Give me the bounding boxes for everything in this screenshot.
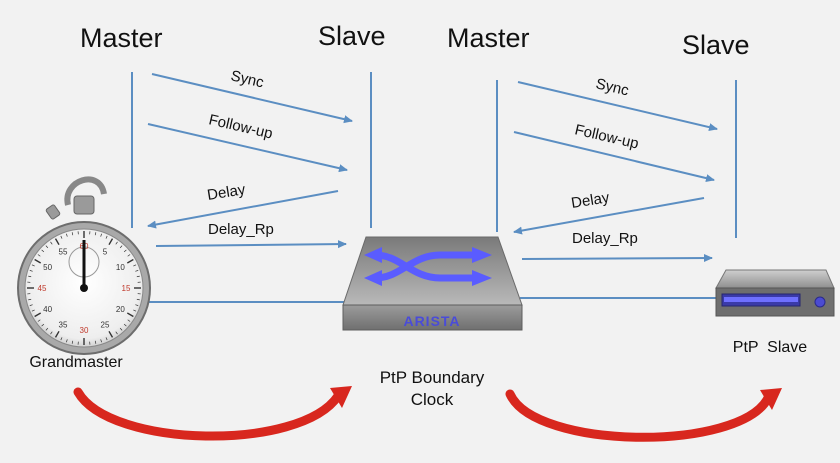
stopwatch-icon: 60510152025303540455055 — [17, 176, 151, 355]
right-sync-arrow — [517, 81, 718, 132]
red-curve-arrow-right — [505, 389, 773, 442]
switch-brand-label: ARISTA — [403, 313, 460, 329]
left-delay-arrow — [147, 190, 339, 229]
stopwatch-numeral: 50 — [43, 263, 52, 272]
left-delay-label: Delay — [206, 181, 247, 204]
left-slave-header: Slave — [318, 21, 386, 51]
grandmaster-label: Grandmaster — [29, 354, 123, 371]
ptp-slave-label: PtP Slave — [733, 339, 808, 356]
stopwatch-numeral: 40 — [43, 305, 52, 314]
stopwatch-numeral: 45 — [38, 284, 47, 293]
boundary-clock-label-line1: PtP Boundary — [380, 368, 485, 387]
stopwatch-numeral: 15 — [122, 284, 131, 293]
left-followup-arrow — [147, 123, 348, 173]
stopwatch-numeral: 10 — [116, 263, 125, 272]
stopwatch-numeral: 55 — [59, 248, 68, 257]
left-followup-label: Follow-up — [207, 111, 274, 142]
red-arrowhead-right — [760, 388, 782, 410]
left-sync-label: Sync — [229, 67, 266, 91]
right-followup-arrow — [513, 131, 715, 183]
right-delay-arrow — [513, 197, 705, 235]
red-arrowhead-left — [330, 386, 352, 408]
left-sync-arrow — [151, 73, 353, 124]
stopwatch-numeral: 35 — [59, 320, 68, 329]
stopwatch-numeral: 30 — [80, 326, 89, 335]
boundary-clock-label-line2: Clock — [411, 390, 454, 409]
left-delay-rp-arrow — [155, 240, 347, 249]
right-delay-rp-arrow — [521, 254, 713, 263]
right-slave-header: Slave — [682, 30, 750, 60]
left-delay-rp-label: Delay_Rp — [208, 221, 274, 238]
right-sync-label: Sync — [594, 75, 631, 99]
right-master-header: Master — [447, 23, 530, 53]
right-delay-label: Delay — [570, 189, 611, 212]
stopwatch-numeral: 20 — [116, 305, 125, 314]
right-delay-rp-label: Delay_Rp — [572, 230, 638, 247]
stopwatch-numeral: 25 — [101, 320, 110, 329]
red-curve-arrow-left — [73, 387, 343, 441]
ptp-slave-device-icon — [715, 269, 835, 317]
left-master-header: Master — [80, 23, 163, 53]
boundary-clock-switch-icon: ARISTA — [342, 236, 523, 331]
stopwatch-numeral: 5 — [103, 248, 108, 257]
